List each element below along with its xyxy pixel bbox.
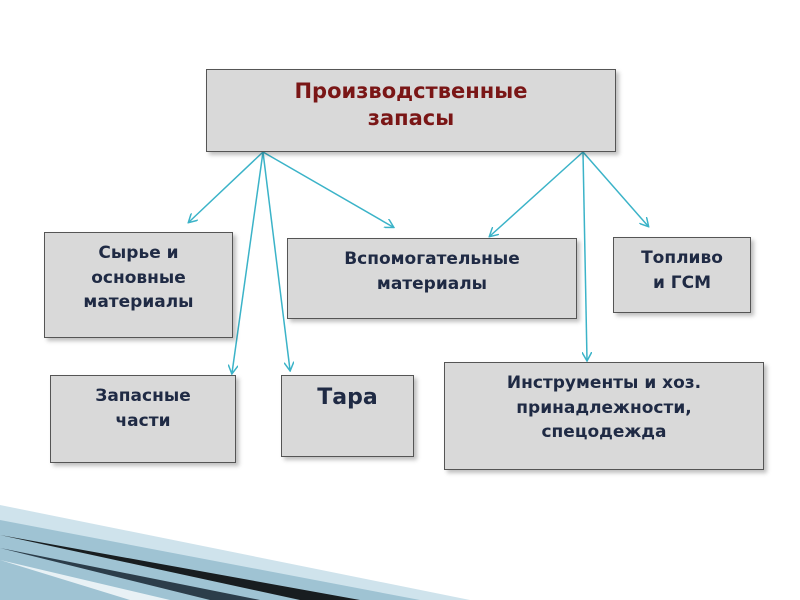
node-line: Тара (317, 385, 378, 410)
node-line: основные (91, 267, 186, 288)
node-spare-parts: Запасные части (50, 375, 236, 463)
node-line: Вспомогательные (344, 249, 520, 269)
node-line: спецодежда (541, 422, 667, 443)
node-line: материалы (83, 292, 194, 313)
node-raw-materials: Сырье и основные материалы (44, 232, 233, 338)
node-line: части (115, 410, 171, 431)
node-tools: Инструменты и хоз. принадлежности, спецо… (444, 362, 764, 470)
node-line: Запасные (95, 386, 191, 406)
arrow-to-tools (583, 151, 587, 360)
arrow-to-raw-materials (189, 151, 264, 222)
node-auxiliary-materials: Вспомогательные материалы (287, 238, 577, 319)
root-node-production-stocks: Производственные запасы (206, 69, 616, 152)
root-line-1: Производственные (294, 79, 528, 103)
node-line: и ГСМ (652, 272, 712, 293)
arrow-to-auxiliary-right (490, 151, 584, 236)
node-line: Топливо (641, 248, 723, 268)
arrow-to-fuel (582, 151, 648, 226)
arrow-to-auxiliary-left (262, 151, 393, 227)
node-line: Инструменты и хоз. (506, 373, 702, 393)
node-packaging: Тара (281, 375, 414, 457)
node-line: принадлежности, (516, 397, 692, 418)
node-fuel: Топливо и ГСМ (613, 237, 751, 313)
root-line-2: запасы (367, 106, 455, 131)
node-line: материалы (376, 273, 488, 294)
node-line: Сырье и (98, 243, 179, 263)
arrow-to-spare-parts (232, 151, 264, 373)
arrow-to-packaging (262, 151, 290, 370)
